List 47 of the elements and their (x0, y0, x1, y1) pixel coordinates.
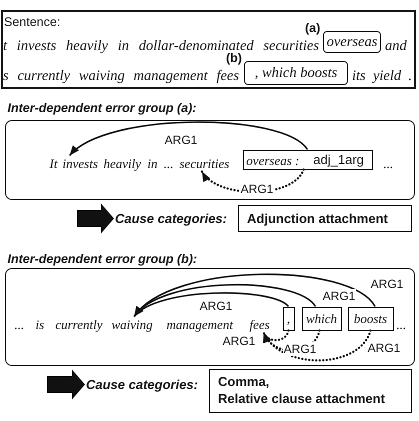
sentence-word: management (166, 316, 233, 332)
dependency-arrow (134, 274, 376, 318)
edge-label: ARG1 (240, 182, 274, 196)
block-arrow (47, 370, 85, 400)
block-arrow (77, 204, 114, 234)
callout-label: (b) (226, 51, 242, 65)
panel-label: Sentence: (4, 15, 60, 29)
dependency-arrow (134, 292, 289, 318)
cause-category: Adjunction attachment (238, 205, 412, 232)
highlighted-word: which (302, 306, 342, 330)
sentence-word: waiving (112, 316, 153, 332)
sentence-panel (1, 10, 416, 89)
highlighted-phrase (242, 150, 372, 170)
edge-label: ARG1 (282, 342, 318, 356)
sentence-text: its yield . (352, 68, 412, 85)
sentence-text: ... is currently (14, 316, 102, 332)
sentence-word: invests (62, 156, 98, 172)
edge-label: ARG1 (370, 277, 404, 291)
cause-label: Cause categories: (115, 211, 227, 226)
highlighted-word: boosts (348, 306, 394, 330)
predicate-label: adj_1arg (313, 152, 364, 168)
dependency-arrow (262, 329, 372, 362)
sentence-word: overseas : (246, 153, 300, 170)
edge-label: ARG1 (366, 341, 402, 355)
sentence-word: securities (180, 156, 230, 172)
edge-label: ARG1 (222, 334, 256, 348)
ellipsis: ... (384, 156, 394, 172)
edge-label: ARG1 (164, 133, 198, 147)
cause-category: Comma, Relative clause attachment (209, 369, 412, 413)
edge-label: ARG1 (322, 289, 356, 303)
sentence-word: fees (250, 316, 270, 332)
group-heading: Inter-dependent error group (a): (8, 100, 196, 114)
cause-label: Cause categories: (86, 377, 198, 392)
edge-label: ARG1 (198, 299, 234, 313)
group-heading: Inter-dependent error group (b): (8, 252, 198, 266)
highlighted-phrase: overseas (323, 31, 381, 53)
ellipsis: ... (396, 316, 406, 332)
sentence-text: heavily in ... (104, 156, 174, 172)
sentence-word: It (50, 156, 58, 172)
highlighted-phrase: , which boosts (244, 61, 348, 85)
dependency-arrow (69, 121, 308, 156)
highlighted-word: , (282, 306, 294, 330)
sentence-text: and (385, 38, 407, 55)
callout-label: (a) (305, 21, 320, 35)
dependency-arrow (262, 329, 290, 344)
sentence-text: s currently waiving management fees (3, 68, 239, 85)
sentence-text: t invests heavily in dollar-denominated securities (3, 38, 319, 54)
